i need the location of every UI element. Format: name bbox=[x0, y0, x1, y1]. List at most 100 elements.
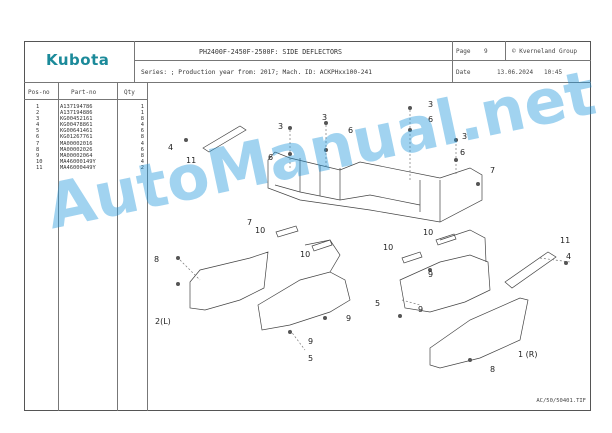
center-frame bbox=[267, 151, 483, 223]
callout-9: 9 bbox=[428, 270, 433, 279]
callout-4: 4 bbox=[168, 143, 173, 152]
cell-qty: 6 bbox=[140, 128, 144, 135]
cell-pos: 10 bbox=[36, 158, 43, 165]
callout-7: 7 bbox=[247, 218, 252, 227]
table-row: 11 MA46000449Y 2 bbox=[26, 165, 144, 171]
table-row: 1 A137194786 1 bbox=[26, 104, 144, 110]
callout-11: 11 bbox=[186, 156, 196, 165]
table-divider bbox=[58, 82, 59, 411]
cell-pos: 1 bbox=[36, 104, 40, 110]
cell-qty: 4 bbox=[140, 140, 144, 147]
callout-5: 5 bbox=[375, 299, 380, 308]
cell-qty: 8 bbox=[140, 116, 144, 123]
callout-4: 4 bbox=[566, 252, 571, 261]
callout-6: 6 bbox=[428, 115, 433, 124]
table-row: 7 MA00002016 4 bbox=[26, 141, 144, 147]
callout-8: 8 bbox=[154, 255, 159, 264]
cell-qty: 8 bbox=[140, 134, 144, 141]
cell-part: A137194786 bbox=[60, 104, 93, 110]
header-divider bbox=[134, 41, 135, 82]
table-row: 4 KG00478861 4 bbox=[26, 122, 144, 128]
cell-pos: 4 bbox=[36, 122, 40, 129]
callout-3: 3 bbox=[428, 100, 433, 109]
callout-9: 9 bbox=[308, 337, 313, 346]
cell-qty: 2 bbox=[140, 164, 144, 171]
figure-reference: AC/50/50401.TIF bbox=[536, 398, 586, 404]
cell-part: MA00002064 bbox=[60, 152, 93, 159]
strip-left bbox=[202, 125, 247, 153]
cell-pos: 11 bbox=[36, 164, 43, 171]
cell-part: KG00478861 bbox=[60, 122, 93, 129]
cell-pos: 9 bbox=[36, 152, 40, 159]
callout-6: 6 bbox=[460, 148, 465, 157]
callout-9: 9 bbox=[418, 305, 423, 314]
table-header-line bbox=[24, 99, 147, 100]
date-value: 13.06.2024 bbox=[497, 69, 534, 76]
callout-10: 10 bbox=[423, 228, 433, 237]
cell-pos: 7 bbox=[36, 140, 40, 147]
cell-part: KG00452161 bbox=[60, 116, 93, 123]
strip-right bbox=[504, 251, 557, 289]
cell-pos: 6 bbox=[36, 134, 40, 141]
cell-qty: 6 bbox=[140, 146, 144, 153]
header-bottom-line bbox=[24, 82, 591, 83]
page-title: PH2400F-2450F-2500F: SIDE DEFLECTORS bbox=[199, 48, 342, 56]
col-header-pos: Pos-no bbox=[28, 89, 50, 96]
table-row: 10 MA46000149Y 4 bbox=[26, 159, 144, 165]
time-value: 10:45 bbox=[544, 69, 563, 76]
header-divider bbox=[452, 41, 453, 82]
cell-part: KG00641461 bbox=[60, 128, 93, 135]
cell-part: KG01267761 bbox=[60, 134, 93, 141]
callout-8: 8 bbox=[490, 365, 495, 374]
table-divider bbox=[147, 82, 148, 411]
mount-arm-right bbox=[399, 254, 491, 313]
cell-qty: 4 bbox=[140, 122, 144, 129]
deflector-right bbox=[429, 297, 529, 369]
cell-qty: 4 bbox=[140, 158, 144, 165]
cell-qty: 1 bbox=[140, 110, 144, 117]
exploded-diagram: 3 3 3 3 6 6 6 6 4 4 11 11 7 7 10 10 10 1… bbox=[154, 100, 571, 374]
callout-5: 5 bbox=[308, 354, 313, 363]
date-label: Date bbox=[456, 69, 471, 76]
col-header-part: Part-no bbox=[71, 89, 97, 96]
series-info: Series: ; Production year from: 2017; Ma… bbox=[141, 69, 372, 76]
table-row: 9 MA00002064 8 bbox=[26, 153, 144, 159]
cell-part: MA46000149Y bbox=[60, 158, 96, 165]
cell-pos: 3 bbox=[36, 116, 40, 123]
table-divider bbox=[117, 82, 118, 411]
callout-3: 3 bbox=[462, 132, 467, 141]
callout-6: 6 bbox=[348, 126, 353, 135]
callout-10: 10 bbox=[383, 243, 393, 252]
mount-arm-left bbox=[257, 271, 351, 331]
table-row: 5 KG00641461 6 bbox=[26, 128, 144, 134]
drawing-sheet bbox=[24, 41, 591, 411]
callout-6: 6 bbox=[268, 153, 273, 162]
page-number: 9 bbox=[484, 48, 488, 55]
callout-7: 7 bbox=[490, 166, 495, 175]
callout-1-right: 1 (R) bbox=[518, 350, 537, 359]
cell-pos: 5 bbox=[36, 128, 40, 135]
callout-10: 10 bbox=[255, 226, 265, 235]
table-row: 8 MA00002026 6 bbox=[26, 147, 144, 153]
callout-9: 9 bbox=[346, 314, 351, 323]
copyright: © Kverneland Group bbox=[512, 48, 578, 55]
cell-part: MA00002016 bbox=[60, 140, 93, 147]
callout-2-left: 2(L) bbox=[155, 317, 171, 326]
cell-pos: 8 bbox=[36, 146, 40, 153]
page-label: Page bbox=[456, 48, 471, 55]
cell-qty: 8 bbox=[140, 152, 144, 159]
header-divider bbox=[505, 41, 506, 60]
callout-11: 11 bbox=[560, 236, 570, 245]
cell-part: MA00002026 bbox=[60, 146, 93, 153]
cell-part: MA46000449Y bbox=[60, 164, 96, 171]
callout-10: 10 bbox=[300, 250, 310, 259]
cell-qty: 1 bbox=[140, 104, 144, 110]
table-row: 6 KG01267761 8 bbox=[26, 134, 144, 140]
callout-3: 3 bbox=[278, 122, 283, 131]
cell-pos: 2 bbox=[36, 110, 40, 117]
kubota-logo: Kubota bbox=[46, 50, 116, 70]
header-divider bbox=[134, 60, 591, 61]
col-header-qty: Qty bbox=[124, 89, 135, 96]
